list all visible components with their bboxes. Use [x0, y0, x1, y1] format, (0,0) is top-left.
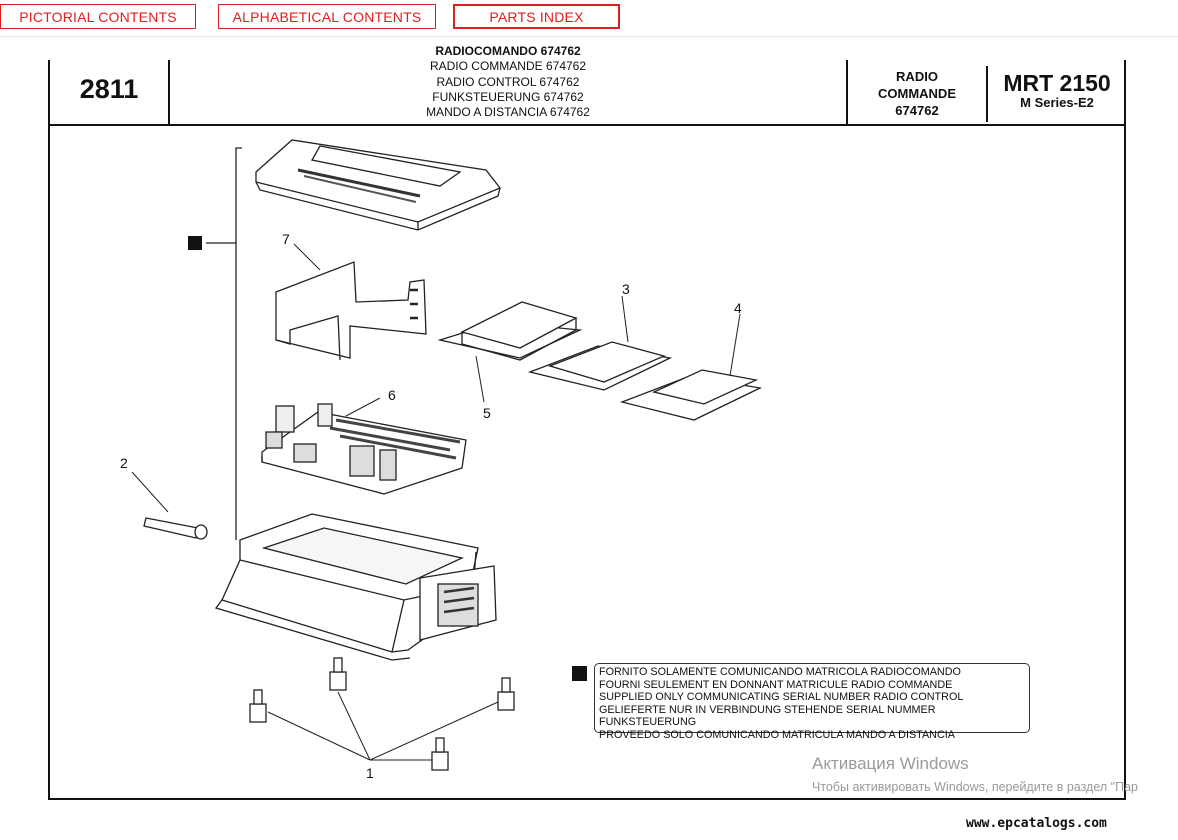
top-cover	[255, 139, 502, 231]
title-es: MANDO A DISTANCIA 674762	[426, 105, 590, 120]
header-divider	[48, 124, 1126, 126]
legend-square-key	[572, 666, 587, 681]
circuit-board	[261, 403, 467, 495]
note-line: GELIEFERTE NUR IN VERBINDUNG STEHENDE SE…	[599, 703, 936, 729]
callout-2: 2	[120, 455, 128, 471]
model-series: M Series-E2	[1020, 95, 1094, 110]
top-navigation: PICTORIAL CONTENTS ALPHABETICAL CONTENTS…	[0, 0, 1178, 37]
callout-5: 5	[483, 405, 491, 421]
model-label: MRT 2150 M Series-E2	[988, 70, 1126, 109]
module-5	[437, 301, 583, 361]
header-separator	[986, 66, 988, 122]
callout-4: 4	[734, 300, 742, 316]
housing-box	[214, 513, 497, 661]
site-url: www.epcatalogs.com	[966, 816, 1107, 831]
pictorial-contents-button[interactable]: PICTORIAL CONTENTS	[0, 4, 196, 29]
mounting-studs	[249, 657, 515, 771]
header-separator	[168, 60, 170, 124]
section-line: COMMANDE	[878, 86, 956, 101]
note-line: PROVEEDO SOLO COMUNICANDO MATRICULA MAND…	[599, 728, 955, 741]
section-line: RADIO	[896, 69, 938, 84]
leader-lines	[131, 243, 741, 761]
page-number: 2811	[79, 74, 139, 104]
sheet-titles: RADIOCOMANDO 674762 RADIO COMMANDE 67476…	[170, 44, 846, 120]
callout-1: 1	[366, 765, 374, 781]
title-fr: RADIO COMMANDE 674762	[429, 59, 587, 74]
alphabetical-contents-button[interactable]: ALPHABETICAL CONTENTS	[218, 4, 436, 29]
parts-index-button[interactable]: PARTS INDEX	[453, 4, 620, 29]
section-label: RADIO COMMANDE 674762	[848, 68, 986, 119]
title-de: FUNKSTEUERUNG 674762	[432, 89, 584, 104]
watermark-title: Активация Windows	[812, 754, 969, 773]
callout-7: 7	[282, 231, 290, 247]
note-line: FORNITO SOLAMENTE COMUNICANDO MATRICOLA …	[599, 666, 961, 678]
windows-activation-watermark: Активация Windows Чтобы активировать Win…	[812, 754, 1138, 794]
module-3	[527, 341, 673, 391]
header-separator	[846, 60, 848, 124]
module-4	[619, 369, 763, 421]
callout-6: 6	[388, 387, 396, 403]
model-name: MRT 2150	[1003, 70, 1111, 96]
supply-note-box: FORNITO SOLAMENTE COMUNICANDO MATRICOLA …	[594, 663, 1030, 741]
title-en: RADIO CONTROL 674762	[436, 74, 580, 89]
watermark-subtitle: Чтобы активировать Windows, перейдите в …	[812, 780, 1138, 794]
shield-bracket	[275, 261, 427, 361]
group-bracket	[235, 147, 242, 540]
section-line: 674762	[895, 103, 939, 118]
fuse	[143, 517, 208, 540]
catalog-sheet-frame	[48, 60, 1126, 800]
note-line: SUPPLIED ONLY COMMUNICATING SERIAL NUMBE…	[599, 691, 964, 704]
legend-square-marker	[188, 236, 202, 250]
note-line: FOURNI SEULEMENT EN DONNANT MATRICULE RA…	[599, 678, 953, 691]
callout-3: 3	[622, 281, 630, 297]
title-it: RADIOCOMANDO 674762	[435, 44, 581, 58]
